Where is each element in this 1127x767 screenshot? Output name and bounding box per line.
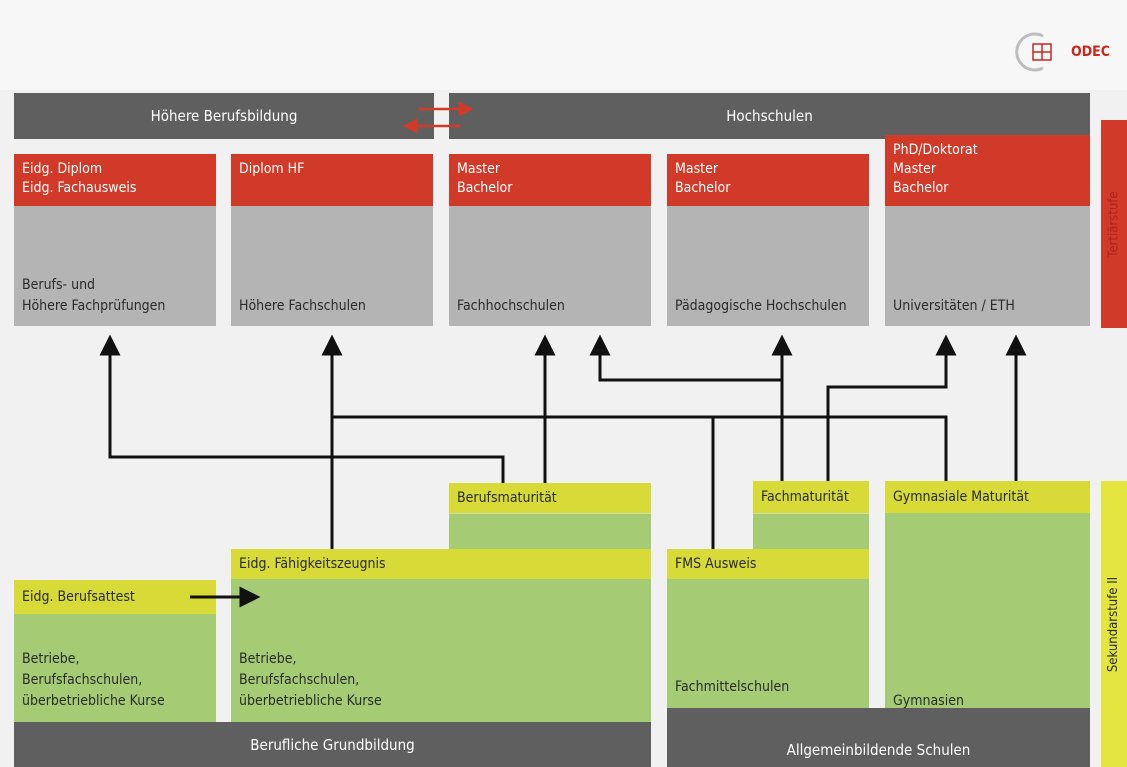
side-bar-sekundarstufe bbox=[1101, 481, 1127, 767]
label-fachmaturitaet: Fachmaturität bbox=[753, 481, 869, 513]
line-efz-to-gymnasium-crossing bbox=[332, 415, 948, 481]
bar-allgemeinbildende-schulen: Allgemeinbildende Schulen bbox=[667, 708, 1090, 767]
gymnasien-text: Gymnasien bbox=[893, 693, 964, 709]
header-hoehere-berufsbildung-label: Höhere Berufsbildung bbox=[150, 107, 298, 125]
institution-box-col5: Universitäten / ETH bbox=[885, 206, 1090, 326]
gym-maturitaet-text: Gymnasiale Maturität bbox=[893, 489, 1029, 505]
betriebe-line: überbetriebliche Kurse bbox=[239, 693, 382, 709]
betriebe-line: Berufsfachschulen, bbox=[22, 672, 143, 688]
degree-line: Eidg. Fachausweis bbox=[22, 180, 137, 196]
institution-box-col1: Berufs- und Höhere Fachprüfungen bbox=[14, 206, 216, 326]
berufliche-grundbildung-label: Berufliche Grundbildung bbox=[250, 735, 415, 754]
degree-line: Bachelor bbox=[893, 180, 949, 196]
degree-box-col4: Master Bachelor bbox=[667, 154, 869, 206]
institution-line: Universitäten / ETH bbox=[893, 298, 1015, 314]
degree-line: PhD/Doktorat bbox=[893, 142, 978, 158]
degree-box-col2: Diplom HF bbox=[231, 154, 433, 206]
institution-line: Berufs- und bbox=[22, 277, 96, 293]
box-betriebe-attest: Betriebe, Berufsfachschulen, überbetrieb… bbox=[14, 614, 216, 722]
degree-box-col1: Eidg. Diplom Eidg. Fachausweis bbox=[14, 154, 216, 206]
label-berufsmaturitaet: Berufsmaturität bbox=[449, 483, 651, 513]
box-berufsmaturitaet-body bbox=[449, 513, 651, 550]
institution-line: Höhere Fachschulen bbox=[239, 298, 366, 314]
header-hochschulen: Hochschulen bbox=[449, 93, 1090, 139]
berufsattest-text: Eidg. Berufsattest bbox=[22, 589, 135, 605]
label-berufsattest: Eidg. Berufsattest bbox=[14, 580, 216, 614]
betriebe-line: Betriebe, bbox=[239, 651, 297, 667]
degree-line: Master bbox=[675, 161, 719, 177]
fachmittelschulen-text: Fachmittelschulen bbox=[675, 679, 790, 695]
arrow-berufsmat-to-berufspruefungen bbox=[99, 334, 505, 483]
degree-box-col3: Master Bachelor bbox=[449, 154, 651, 206]
betriebe-line: Betriebe, bbox=[22, 651, 80, 667]
berufsmaturitaet-text: Berufsmaturität bbox=[457, 490, 557, 506]
page-header-band bbox=[0, 0, 1127, 90]
degree-box-col5: PhD/Doktorat Master Bachelor bbox=[885, 135, 1090, 206]
betriebe-line: Berufsfachschulen, bbox=[239, 672, 360, 688]
fms-ausweis-text: FMS Ausweis bbox=[675, 556, 757, 572]
odec-logo: ODEC bbox=[1013, 30, 1113, 74]
label-fms-ausweis: FMS Ausweis bbox=[667, 549, 869, 579]
degree-line: Bachelor bbox=[675, 180, 731, 196]
bar-berufliche-grundbildung: Berufliche Grundbildung bbox=[14, 722, 651, 767]
institution-box-col3: Fachhochschulen bbox=[449, 206, 651, 326]
header-hochschulen-label: Hochschulen bbox=[726, 107, 813, 125]
efz-text: Eidg. Fähigkeitszeugnis bbox=[239, 556, 386, 572]
degree-line: Master bbox=[893, 161, 937, 177]
odec-logo-icon bbox=[1015, 32, 1052, 72]
institution-box-col2: Höhere Fachschulen bbox=[231, 206, 433, 326]
degree-line: Bachelor bbox=[457, 180, 513, 196]
degree-line: Master bbox=[457, 161, 501, 177]
box-fachmittelschulen: Fachmittelschulen bbox=[667, 579, 869, 708]
degree-line: Eidg. Diplom bbox=[22, 161, 103, 177]
arrow-fachmat-to-fachhochschulen bbox=[589, 334, 782, 382]
label-efz: Eidg. Fähigkeitszeugnis bbox=[231, 549, 651, 579]
label-gym-maturitaet: Gymnasiale Maturität bbox=[885, 481, 1090, 513]
betriebe-line: überbetriebliche Kurse bbox=[22, 693, 165, 709]
institution-box-col4: Pädagogische Hochschulen bbox=[667, 206, 869, 326]
fachmaturitaet-text: Fachmaturität bbox=[761, 489, 849, 505]
side-bar-tertiaerstufe bbox=[1101, 120, 1127, 328]
allgemeinbildende-schulen-label: Allgemeinbildende Schulen bbox=[786, 741, 971, 759]
degree-line: Diplom HF bbox=[239, 161, 305, 177]
box-fachmaturitaet-body bbox=[753, 513, 869, 550]
odec-logo-text: ODEC bbox=[1071, 44, 1111, 60]
institution-line: Höhere Fachprüfungen bbox=[22, 298, 166, 314]
institution-line: Pädagogische Hochschulen bbox=[675, 298, 847, 314]
institution-line: Fachhochschulen bbox=[457, 298, 565, 314]
arrow-fachmat-to-universitaet bbox=[826, 334, 957, 481]
box-gymnasien: Gymnasien bbox=[885, 513, 1090, 722]
header-hoehere-berufsbildung: Höhere Berufsbildung bbox=[14, 93, 434, 139]
box-betriebe-efz: Betriebe, Berufsfachschulen, überbetrieb… bbox=[231, 579, 651, 722]
